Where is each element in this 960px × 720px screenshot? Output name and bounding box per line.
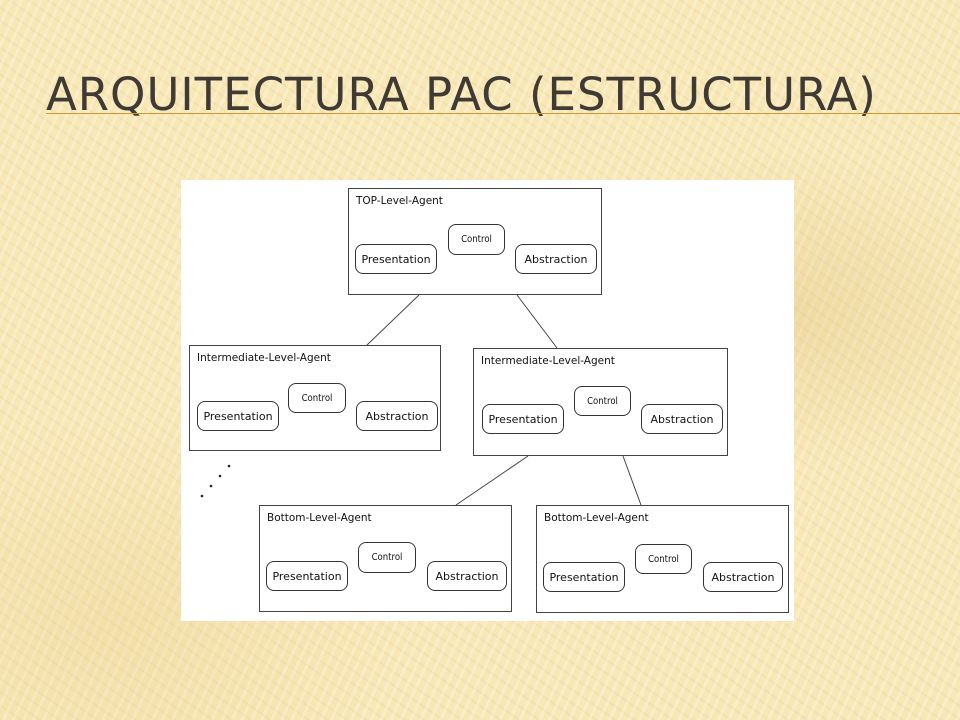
control-node: Control bbox=[448, 224, 505, 255]
presentation-node: Presentation bbox=[355, 244, 437, 274]
abstraction-node: Abstraction bbox=[641, 404, 723, 434]
agent-intermediate-right: Intermediate-Level-Agent bbox=[473, 348, 728, 456]
ellipsis-dots bbox=[200, 464, 231, 498]
link-mid-right-to-bottom-right bbox=[622, 455, 642, 506]
presentation-node: Presentation bbox=[482, 404, 564, 434]
link-mid-right-to-bottom-left bbox=[455, 455, 529, 506]
presentation-node: Presentation bbox=[543, 562, 625, 592]
control-node: Control bbox=[574, 386, 631, 416]
agent-title: Intermediate-Level-Agent bbox=[197, 352, 331, 364]
presentation-node: Presentation bbox=[266, 561, 348, 591]
pac-architecture-diagram: TOP-Level-Agent Control Presentation Abs… bbox=[181, 180, 794, 621]
abstraction-node: Abstraction bbox=[515, 244, 597, 274]
abstraction-node: Abstraction bbox=[703, 562, 783, 592]
title-divider bbox=[46, 113, 960, 114]
presentation-node: Presentation bbox=[197, 401, 279, 431]
link-top-to-mid-left bbox=[366, 294, 420, 346]
slide-title: Arquitectura PAC (estructura) bbox=[46, 68, 877, 121]
agent-title: Intermediate-Level-Agent bbox=[481, 355, 615, 367]
link-top-to-mid-right bbox=[516, 294, 558, 349]
agent-title: TOP-Level-Agent bbox=[356, 195, 443, 207]
agent-title: Bottom-Level-Agent bbox=[267, 512, 372, 524]
abstraction-node: Abstraction bbox=[427, 561, 507, 591]
control-node: Control bbox=[635, 544, 692, 574]
agent-top: TOP-Level-Agent bbox=[348, 188, 602, 295]
control-node: Control bbox=[288, 383, 346, 413]
control-node: Control bbox=[358, 542, 416, 573]
agent-title: Bottom-Level-Agent bbox=[544, 512, 649, 524]
abstraction-node: Abstraction bbox=[356, 401, 438, 431]
